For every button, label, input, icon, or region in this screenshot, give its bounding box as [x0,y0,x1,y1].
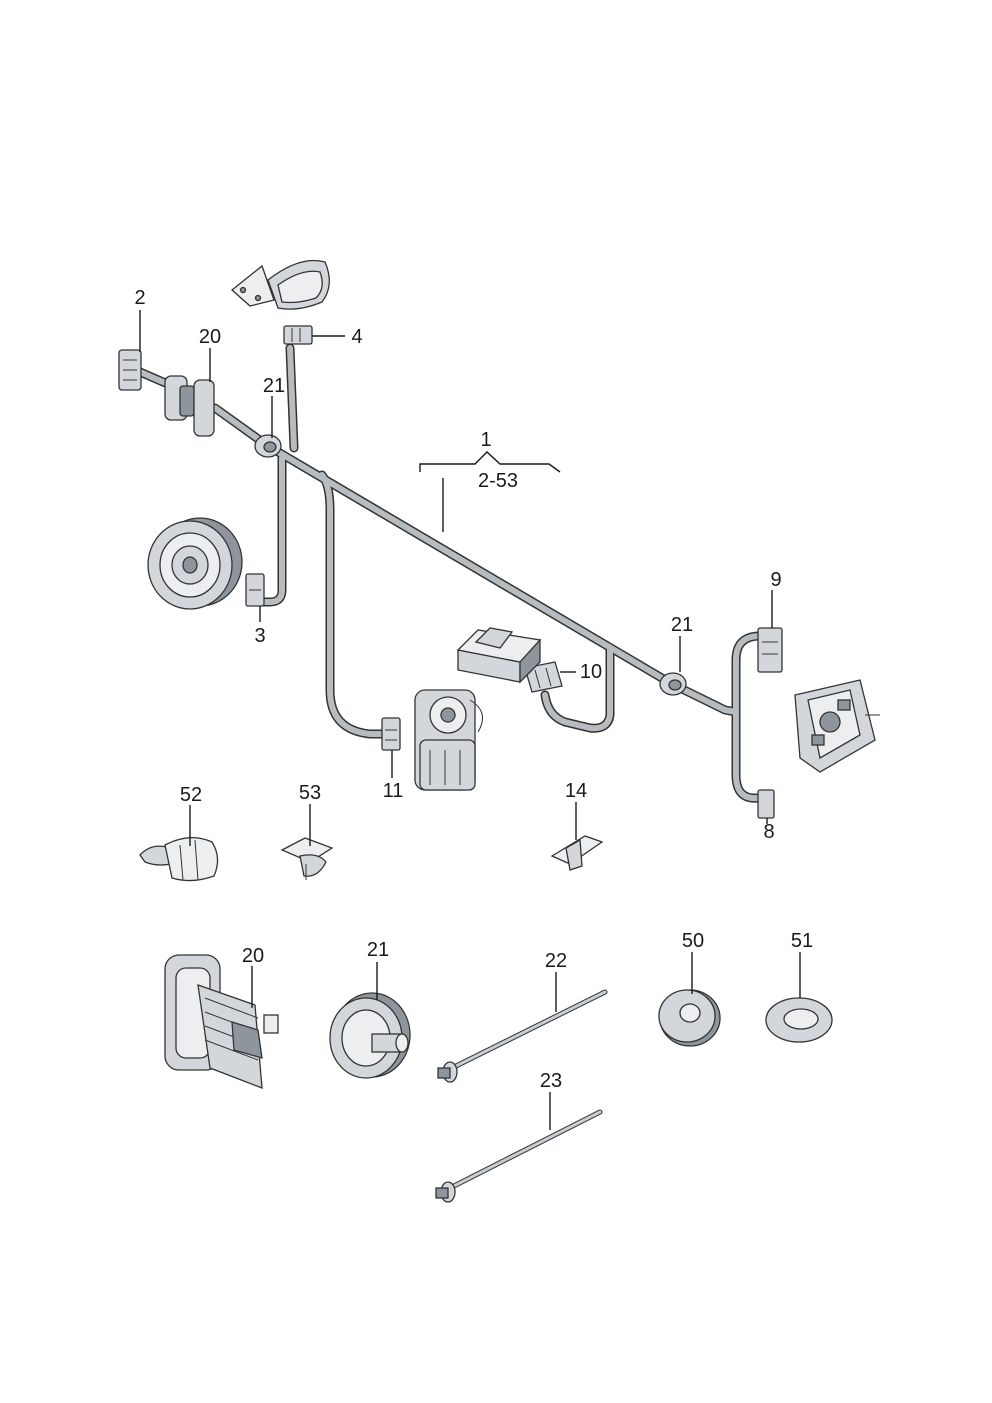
connector-8 [757,789,775,819]
door-lock [794,679,880,773]
part-21-grommet [329,992,411,1079]
part-22-cable-tie [437,989,608,1083]
callout-8: 8 [763,821,774,843]
callout-20-bottom: 20 [242,945,264,967]
callout-4: 4 [351,326,362,348]
harness-boot-20 [164,375,215,437]
connector-11 [381,717,401,751]
callout-20-top: 20 [199,326,221,348]
part-20-boot [164,954,279,1089]
part-51-washer [765,997,833,1043]
window-motor [414,689,483,791]
part-23-cable-tie [435,1109,603,1203]
connector-10 [524,661,563,693]
connector-9 [757,627,783,673]
callout-11: 11 [383,780,404,802]
callout-14: 14 [565,780,587,802]
connector-4 [283,325,313,345]
connector-3 [245,573,265,607]
connector-2 [118,349,142,391]
callout-53: 53 [299,782,321,804]
callout-10: 10 [580,661,602,683]
window-switch [456,627,542,684]
callout-1-range: 2-53 [478,470,518,492]
main-harness [118,325,783,819]
callout-9: 9 [770,569,781,591]
callout-labels: 1 2-53 2 20 21 4 3 9 21 10 11 8 52 53 14… [134,287,813,1092]
callout-21-left: 21 [263,375,285,397]
callout-1: 1 [480,429,491,451]
callout-50: 50 [682,930,704,952]
leader-lines [139,310,801,1130]
callout-3: 3 [254,625,265,647]
part-53-clip [280,837,334,880]
part-14-clip [550,835,604,871]
exterior-mirror [230,259,330,310]
part-52-clip [139,837,219,882]
callout-2: 2 [134,287,145,309]
callout-22: 22 [545,950,567,972]
callout-52: 52 [180,784,202,806]
part-50-washer [658,989,721,1047]
callout-21-right: 21 [671,614,693,636]
callout-21-bottom: 21 [367,939,389,961]
loudspeaker [147,517,243,610]
callout-51: 51 [791,930,813,952]
callout-23: 23 [540,1070,562,1092]
